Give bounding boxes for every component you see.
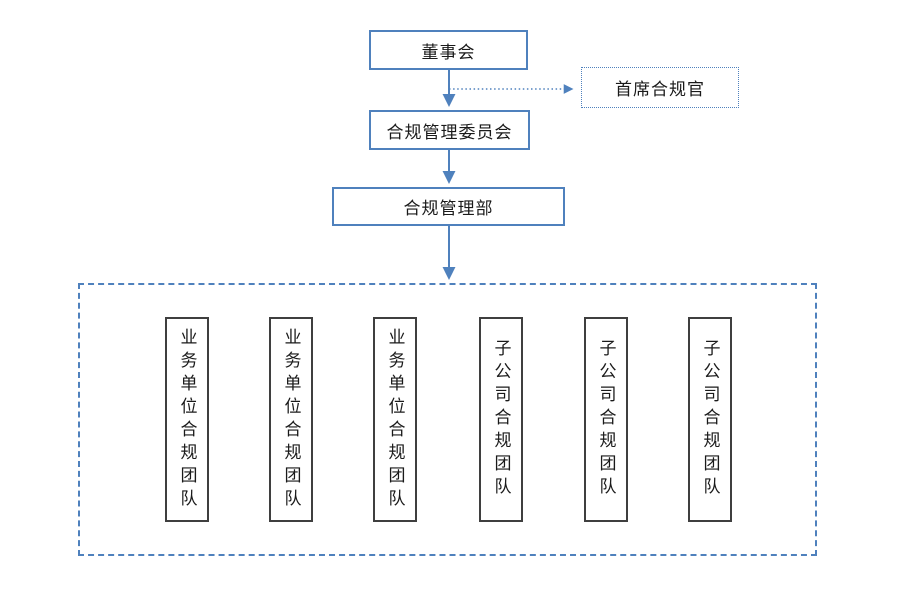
- node-compliance-department-label: 合规管理部: [403, 199, 494, 218]
- node-compliance-committee-label: 合规管理委员会: [386, 122, 513, 142]
- node-business-unit-compliance-team-1: 业务单位合规团队: [165, 317, 209, 522]
- node-business-unit-compliance-team-3: 业务单位合规团队: [373, 317, 417, 522]
- node-business-unit-compliance-team-1-label: 业务单位合规团队: [177, 327, 197, 512]
- node-compliance-department: 合规管理部: [332, 187, 565, 226]
- node-subsidiary-compliance-team-1: 子公司合规团队: [479, 317, 523, 522]
- node-subsidiary-compliance-team-2-label: 子公司合规团队: [596, 339, 616, 500]
- node-subsidiary-compliance-team-1-label: 子公司合规团队: [491, 339, 511, 500]
- node-chief-compliance-officer-label: 首席合规官: [615, 80, 705, 99]
- node-chief-compliance-officer: 首席合规官: [581, 67, 739, 108]
- node-business-unit-compliance-team-3-label: 业务单位合规团队: [385, 327, 405, 512]
- node-board-of-directors: 董事会: [369, 30, 528, 70]
- teams-dashed-container: [78, 283, 817, 556]
- node-compliance-committee: 合规管理委员会: [369, 110, 530, 150]
- node-board-of-directors-label: 董事会: [421, 42, 476, 62]
- node-business-unit-compliance-team-2: 业务单位合规团队: [269, 317, 313, 522]
- node-subsidiary-compliance-team-3-label: 子公司合规团队: [700, 339, 720, 500]
- node-subsidiary-compliance-team-3: 子公司合规团队: [688, 317, 732, 522]
- node-business-unit-compliance-team-2-label: 业务单位合规团队: [281, 327, 301, 512]
- node-subsidiary-compliance-team-2: 子公司合规团队: [584, 317, 628, 522]
